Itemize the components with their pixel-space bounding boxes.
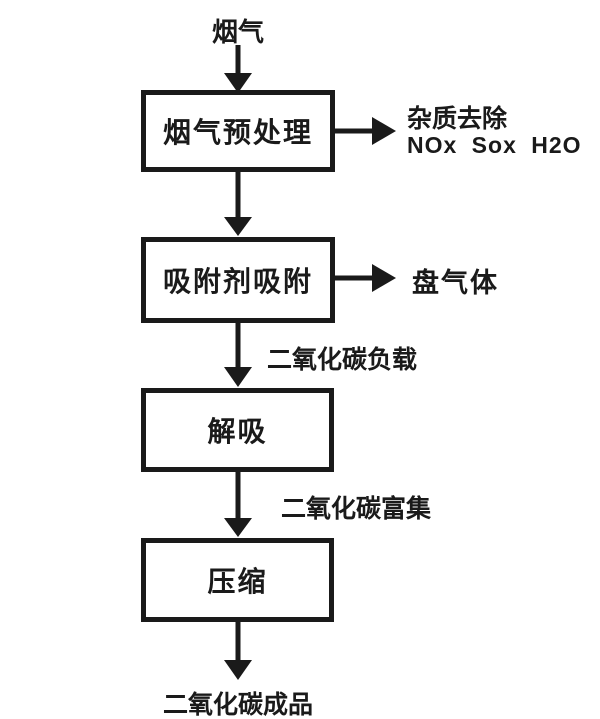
- node-compression-label: 压缩: [207, 566, 268, 597]
- label-co2-loaded: 二氧化碳负载: [267, 346, 418, 374]
- node-desorption-label: 解吸: [207, 416, 268, 447]
- label-tail-gas: 盘气体: [412, 268, 499, 298]
- arrow-right-tail-gas: [335, 264, 396, 292]
- label-flue-gas-input: 烟气: [211, 17, 264, 47]
- node-compression: 压缩: [141, 538, 334, 622]
- arrow-down-input-to-pretreatment: [224, 45, 252, 93]
- node-desorption: 解吸: [141, 388, 334, 472]
- arrow-down-pretreatment-to-adsorption: [224, 172, 252, 236]
- arrow-right-impurity-removal: [335, 117, 396, 145]
- label-co2-enriched: 二氧化碳富集: [281, 495, 432, 523]
- label-impurity-removal-line1: 杂质去除: [407, 105, 508, 133]
- arrow-down-adsorption-to-desorption: [224, 323, 252, 387]
- label-co2-product-output: 二氧化碳成品: [162, 691, 313, 719]
- arrow-down-compression-to-output: [224, 622, 252, 680]
- node-flue-gas-pretreatment: 烟气预处理: [141, 90, 335, 172]
- arrow-down-desorption-to-compression: [224, 472, 252, 537]
- node-adsorbent-adsorption: 吸附剂吸附: [141, 237, 335, 323]
- node-adsorbent-adsorption-label: 吸附剂吸附: [162, 266, 313, 297]
- label-impurity-removal: 杂质去除 NOx Sox H2O: [407, 106, 582, 158]
- label-impurity-removal-line2: NOx Sox H2O: [407, 132, 582, 158]
- node-flue-gas-pretreatment-label: 烟气预处理: [162, 117, 313, 148]
